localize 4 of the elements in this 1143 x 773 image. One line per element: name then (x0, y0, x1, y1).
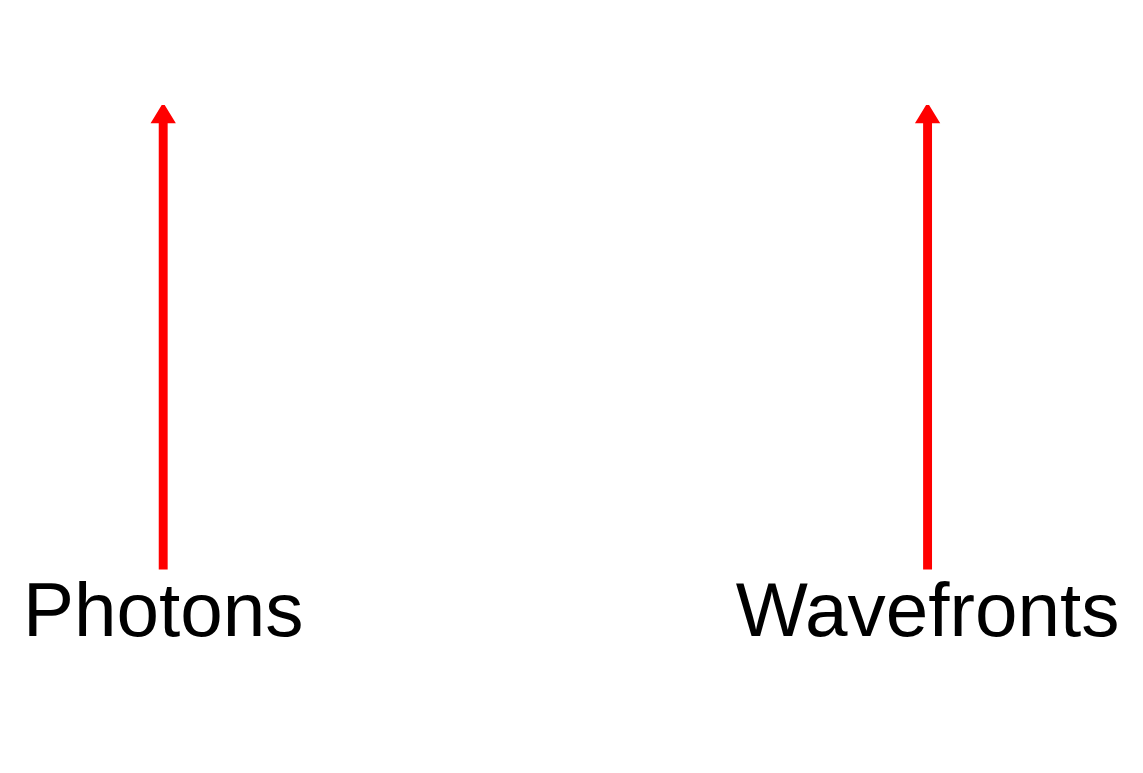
node-text: Wavefronts (735, 566, 1120, 652)
arrow (150, 104, 176, 569)
arrow (914, 104, 941, 569)
node-text: Photons (22, 566, 304, 652)
